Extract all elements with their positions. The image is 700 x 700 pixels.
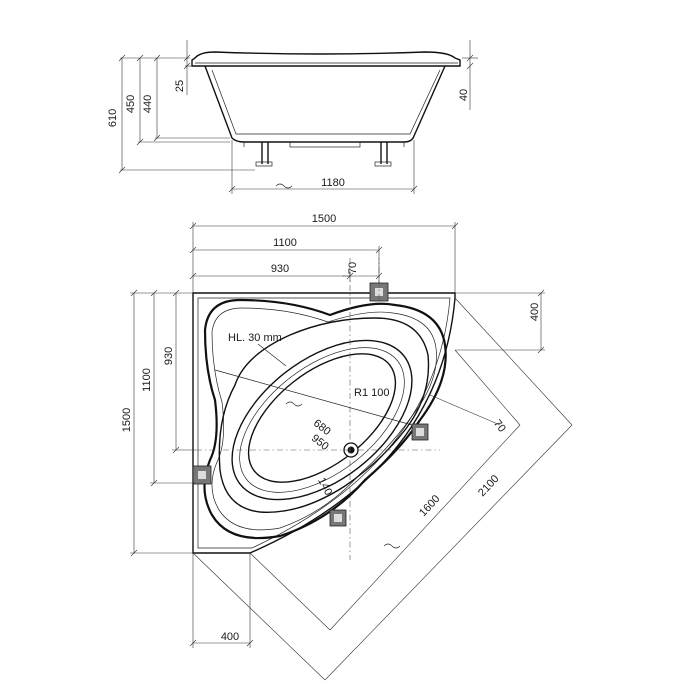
side-rim [191, 51, 461, 67]
dim-400-bottom: 400 [221, 631, 239, 643]
side-view: 610 450 440 25 40 1180 [107, 40, 478, 194]
dim-25: 25 [174, 80, 186, 92]
side-legs [255, 142, 392, 167]
plan-outline [192, 292, 456, 554]
plan-basin-outer [231, 339, 413, 501]
plan-view: 1500 1100 930 70 400 1500 1100 930 HL. 3… [121, 213, 573, 681]
dim-1100-top: 1100 [273, 237, 297, 249]
radius-label: R1 100 [354, 387, 389, 399]
dim-1500-left: 1500 [121, 408, 133, 432]
dim-1500-top: 1500 [312, 213, 336, 225]
plan-rim-inner [218, 317, 430, 513]
dim-1100-left: 1100 [141, 368, 153, 392]
dim-930-left: 930 [163, 347, 175, 365]
dim-40: 40 [458, 89, 470, 101]
side-body [204, 65, 446, 143]
plan-rim-outer [203, 298, 447, 540]
dim-400-right: 400 [529, 303, 541, 321]
dim-70-top: 70 [347, 262, 359, 274]
dim-930-top: 930 [271, 263, 289, 275]
dim-1600: 1600 [417, 493, 442, 519]
dim-70-right: 70 [491, 418, 508, 435]
dim-440: 440 [142, 95, 154, 113]
overflow-label: HL. 30 mm [228, 332, 282, 344]
dim-1180: 1180 [321, 177, 345, 189]
dim-610: 610 [107, 109, 119, 127]
dim-2100: 2100 [476, 473, 501, 499]
jet-icon [192, 282, 429, 527]
dim-450: 450 [125, 95, 137, 113]
